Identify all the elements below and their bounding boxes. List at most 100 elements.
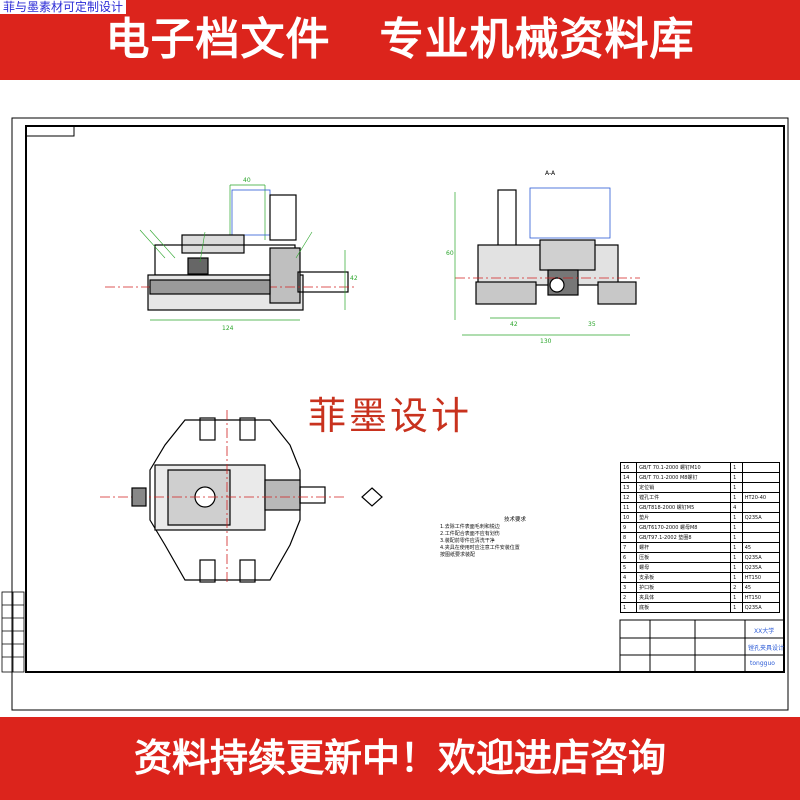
svg-text:40: 40 [243,177,251,184]
outer-frame [11,117,789,711]
bom-cell-mat [741,522,781,533]
bom-cell-qty: 1 [730,482,743,493]
note-line: 3.装配前零件应清洗干净 [440,538,495,544]
svg-text:60: 60 [446,250,454,257]
svg-text:42: 42 [510,321,518,328]
bom-cell-no: 11 [619,502,638,513]
technical-notes: 技术要求 1.去除工件表面毛刺和锐边 2.工件配合表面不应有划伤 3.装配前零件… [440,517,590,559]
bom-cell-no: 13 [619,482,638,493]
note-line: 4.夹具在使用时应注意工件安装位置 [440,545,520,551]
bom-cell-qty: 1 [730,492,743,503]
company-name: XX大学 [754,628,775,635]
bom-cell-qty: 4 [730,502,743,513]
bom-cell-mat: Q235A [741,602,781,613]
bom-cell-mat: HT20-40 [741,492,781,503]
bom-cell-name: 定位销 [636,482,732,493]
bom-cell-no: 14 [619,472,638,483]
engineering-drawing: 40 42 124 A-A 60 130 42 35 [1,117,789,711]
bom-cell-no: 3 [619,582,638,593]
bom-cell-no: 16 [619,462,638,473]
bom-cell-qty: 1 [730,522,743,533]
bom-cell-name: GB/T818-2000 螺钉M5 [636,502,732,513]
bom-cell-name: 镗孔工件 [636,492,732,503]
bom-cell-no: 2 [619,592,638,603]
banner-title: 电子档文件 专业机械资料库 [105,14,695,65]
svg-text:35: 35 [588,321,596,328]
bom-cell-name: 螺杆 [636,542,732,553]
bom-cell-qty: 1 [730,562,743,573]
bom-cell-mat: Q235A [741,512,781,523]
bom-cell-qty: 1 [730,512,743,523]
top-view [100,410,383,585]
bom-cell-qty: 1 [730,472,743,483]
drawing-title: 镗孔夹具设计 [748,645,785,652]
bom-cell-name: 底板 [636,602,732,613]
bom-cell-qty: 2 [730,582,743,593]
front-view [105,184,355,321]
bom-cell-name: 垫片 [636,512,732,523]
left-margin-grid [1,591,25,673]
bom-cell-name: GB/T6170-2000 螺母M8 [636,522,732,533]
bom-cell-no: 9 [619,522,638,533]
bom-cell-mat: HT150 [741,592,781,603]
bom-cell-no: 1 [619,602,638,613]
side-view [454,187,640,336]
bom-cell-no: 10 [619,512,638,523]
bom-cell-no: 7 [619,542,638,553]
bom-cell-mat: Q235A [741,562,781,573]
bom-cell-mat: HT150 [741,572,781,583]
inner-frame [25,125,785,673]
front-view-dims: 40 42 124 [222,177,358,332]
bom-cell-qty: 1 [730,552,743,563]
bom-cell-name: 护口板 [636,582,732,593]
bom-cell-qty: 1 [730,462,743,473]
bom-cell-qty: 1 [730,532,743,543]
notes-title: 技术要求 [503,517,526,523]
bom-cell-name: 支承板 [636,572,732,583]
bom-cell-qty: 1 [730,542,743,553]
bom-cell-mat [741,502,781,513]
bottom-banner [0,717,800,800]
bom-cell-name: 夹具体 [636,592,732,603]
bom-cell-mat [741,462,781,473]
bom-cell-no: 12 [619,492,638,503]
bom-cell-qty: 1 [730,592,743,603]
svg-text:124: 124 [222,325,234,332]
bom-cell-mat [741,482,781,493]
bom-cell-qty: 1 [730,602,743,613]
bom-cell-name: GB/T97.1-2002 垫圈8 [636,532,732,543]
designer-watermark: 菲墨设计 [308,394,473,438]
title-block-frame [619,619,785,673]
note-line: 2.工件配合表面不应有划伤 [440,531,500,537]
bom-cell-no: 4 [619,572,638,583]
side-view-dims: 60 130 42 35 [446,250,596,345]
bom-cell-mat: 45 [741,542,781,553]
corner-block [25,125,75,137]
bom-cell-name: GB/T 70.1-2000 螺钉M10 [636,462,732,473]
bom-cell-mat [741,472,781,483]
bom-cell-mat: Q235A [741,552,781,563]
bom-cell-no: 6 [619,552,638,563]
designer-name: tongguo [750,660,775,667]
bom-cell-mat: 45 [741,582,781,593]
bom-cell-name: 压板 [636,552,732,563]
bom-cell-no: 8 [619,532,638,543]
top-banner [0,0,800,80]
svg-text:130: 130 [540,338,552,345]
